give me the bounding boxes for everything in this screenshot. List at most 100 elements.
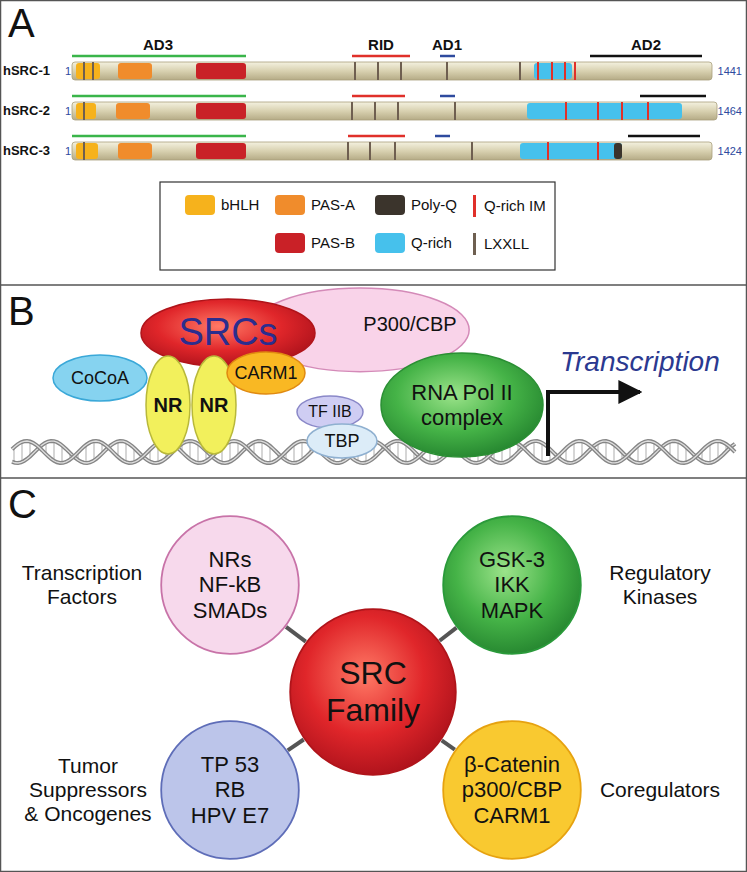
- node-text: 1: [65, 105, 71, 118]
- dna-rung: [541, 443, 543, 463]
- node-text: CARM1: [234, 363, 297, 384]
- q-rich-im-motif: [621, 102, 623, 120]
- circle-body: β-Cateninp300/CBPCARM1: [442, 720, 582, 860]
- figure-stroke: [0, 284, 747, 286]
- node-text: CARM1: [473, 803, 550, 828]
- domain-bracket: [352, 55, 410, 58]
- q-rich-im-motif: [551, 62, 553, 80]
- pas-a-domain: [118, 63, 152, 79]
- domain-bracket: [72, 135, 246, 138]
- lxxll-motif: [83, 142, 85, 160]
- legend-swatch: [185, 195, 215, 215]
- node-text: TF IIB: [308, 403, 352, 421]
- pas-a-domain: [116, 103, 150, 119]
- protein-bar: hSRC-31 1424: [3, 139, 742, 163]
- ellipse-shape: [297, 396, 363, 428]
- circle-node: Coregulators β-Cateninp300/CBPCARM1: [442, 720, 730, 860]
- node-text: MAPK: [481, 598, 543, 623]
- node-text: 1: [65, 145, 71, 158]
- ellipse-node: NR: [145, 355, 191, 455]
- circle-shape: [161, 516, 299, 654]
- node-text: Tumor Suppressors & Oncogenes: [24, 754, 152, 826]
- lxxll-motif: [454, 102, 456, 120]
- legend-text: LXXLL: [484, 235, 529, 252]
- lxxll-motif: [400, 62, 402, 80]
- legend-entry: LXXLL: [470, 233, 529, 255]
- node-text: NRs: [209, 547, 252, 572]
- circle-node: Tumor Suppressors & OncogenesTP 53RBHPV …: [24, 720, 300, 860]
- q-rich-domain: [527, 103, 682, 119]
- figure-stroke: [548, 392, 640, 456]
- legend-entry: Q-rich IM: [470, 195, 546, 217]
- circle-node: Transcription FactorsNRsNF-kBSMADs: [12, 515, 300, 655]
- label: AD2: [631, 36, 661, 53]
- node-text: RNA Pol II complex: [403, 380, 521, 431]
- circle-shape: [443, 516, 581, 654]
- ellipse-shape: [307, 424, 377, 458]
- node-text: TP 53: [201, 752, 259, 777]
- protein-bar-art: [72, 136, 712, 160]
- domain-bracket: [640, 95, 706, 98]
- ellipse-shape: [146, 356, 190, 454]
- legend-entry: bHLH: [185, 195, 259, 215]
- lxxll-motif: [83, 62, 85, 80]
- ellipse-shape: [192, 356, 236, 454]
- protein-bar-art: [72, 96, 717, 120]
- dna-rung: [93, 441, 95, 460]
- node-text: SRC Family: [308, 655, 438, 729]
- node-text: HPV E7: [191, 803, 269, 828]
- q-rich-im-motif: [547, 142, 549, 160]
- bhlh-domain: [76, 103, 96, 119]
- node-text: hSRC-2: [3, 104, 65, 119]
- legend-entry: PAS-A: [275, 195, 355, 215]
- bhlh-domain: [76, 63, 100, 79]
- label: A: [8, 0, 35, 46]
- label: B: [8, 288, 35, 334]
- lxxll-motif: [397, 102, 399, 120]
- label-holder: C: [8, 481, 37, 527]
- ellipse-shape: [381, 353, 543, 457]
- domain-bracket: [590, 55, 702, 58]
- legend-text: PAS-B: [311, 234, 355, 251]
- label-holder: B: [8, 288, 35, 334]
- dna-rung: [573, 442, 575, 462]
- node-text: P300/CBP: [363, 313, 456, 336]
- q-rich-im-motif: [574, 62, 576, 80]
- connector: [286, 627, 306, 642]
- node-text: GSK-3: [479, 547, 545, 572]
- legend-swatch: [275, 195, 305, 215]
- lxxll-motif: [92, 62, 94, 80]
- lxxll-motif: [471, 142, 473, 160]
- label-holder: AD1: [432, 36, 462, 54]
- label-holder: A: [8, 0, 35, 46]
- circle-body: SRC Family: [289, 608, 457, 776]
- label-holder: AD2: [631, 36, 661, 54]
- legend-text: bHLH: [221, 196, 259, 213]
- ellipse-node: CoCoA: [52, 354, 148, 402]
- label-holder: RID: [368, 36, 394, 54]
- protein-bar-art: [72, 56, 712, 80]
- node-text: TBP: [324, 431, 359, 452]
- node-text: RB: [215, 777, 246, 802]
- node-text: NR: [154, 394, 183, 417]
- domain-bracket: [435, 135, 450, 138]
- node-text: Coregulators: [590, 778, 730, 802]
- node-text: hSRC-3: [3, 144, 65, 159]
- circle-body: TP 53RBHPV E7: [160, 720, 300, 860]
- circle-node: Regulatory KinasesGSK-3IKKMAPK: [442, 515, 730, 655]
- legend-text: Q-rich: [411, 234, 452, 251]
- lxxll-motif: [354, 62, 356, 80]
- lxxll-motif: [394, 142, 396, 160]
- bhlh-domain: [76, 143, 98, 159]
- pas-a-domain: [118, 143, 152, 159]
- lxxll-motif: [446, 62, 448, 80]
- node-text: 1424: [718, 145, 742, 158]
- legend-swatch: [375, 195, 405, 215]
- circle-shape: [443, 721, 581, 859]
- legend-swatch: [275, 233, 305, 253]
- legend-text: Q-rich IM: [484, 197, 546, 214]
- protein-bar: hSRC-211464: [3, 99, 742, 123]
- legend-entry: PAS-B: [275, 233, 355, 253]
- ellipse-shape: [227, 352, 305, 394]
